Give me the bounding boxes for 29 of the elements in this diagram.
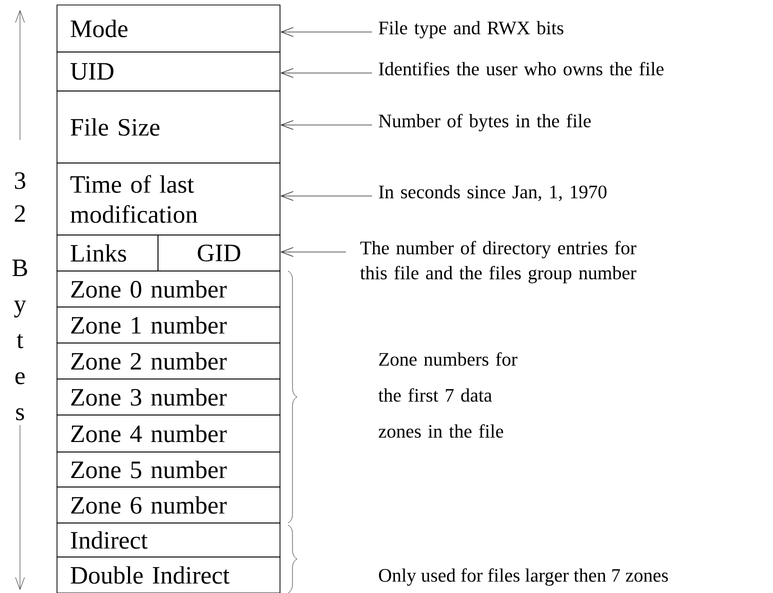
annotation-text: In seconds since Jan, 1, 1970 — [378, 185, 606, 202]
annotation-text: The number of directory entries for this file and the files group number — [360, 240, 636, 284]
field-cell: Time of last modification — [56, 162, 280, 236]
field-cell: Double Indirect — [56, 556, 280, 593]
brace-label: Only used for files larger then 7 zones — [379, 568, 668, 586]
field-cell: File Size — [56, 90, 280, 164]
field-cell: GID — [158, 234, 280, 272]
arrow — [280, 247, 346, 257]
field-cell: Zone 4 number — [56, 414, 280, 452]
arrow — [280, 120, 372, 130]
field-cell: Zone 2 number — [56, 342, 280, 380]
annotation-text: Number of bytes in the file — [378, 114, 591, 132]
field-cell: Zone 0 number — [56, 270, 280, 308]
arrow — [280, 191, 372, 201]
arrow — [280, 68, 372, 78]
vertical-text: Bytes — [12, 260, 28, 420]
field-cell: Zone 1 number — [56, 306, 280, 344]
field-cell: Zone 3 number — [56, 378, 280, 416]
field-cell: Mode — [56, 4, 280, 52]
field-cell: Zone 5 number — [56, 452, 280, 488]
vertical-text: 32 — [14, 172, 26, 222]
field-cell: Indirect — [56, 522, 280, 558]
field-cell: Zone 6 number — [56, 486, 280, 524]
annotation-text: File type and RWX bits — [378, 21, 564, 38]
field-cell: UID — [56, 52, 280, 92]
annotation-text: Identifies the user who owns the file — [378, 62, 664, 76]
field-cell: Links — [56, 234, 158, 272]
arrow — [280, 27, 372, 37]
brace-label: Zone numbers for the first 7 data zones in the file — [378, 352, 518, 438]
